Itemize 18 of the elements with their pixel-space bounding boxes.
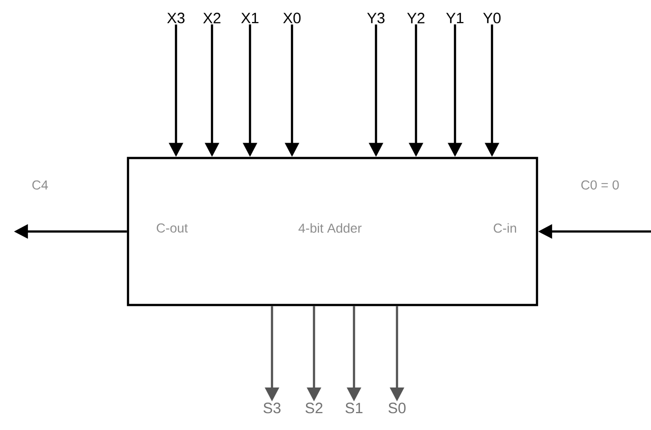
signal-label: X2 xyxy=(203,12,220,24)
signal-label: Y3 xyxy=(367,12,385,24)
signal-label: S2 xyxy=(306,402,322,414)
signal-label: Y2 xyxy=(407,12,424,24)
signal-label: X3 xyxy=(167,12,185,24)
box-title: 4-bit Adder xyxy=(298,223,362,233)
signal-label: S1 xyxy=(346,402,362,414)
adder-box xyxy=(126,156,538,306)
signal-label: S3 xyxy=(264,402,281,414)
signal-label: X1 xyxy=(241,12,258,24)
signal-label: Y0 xyxy=(483,12,501,24)
signal-label: X0 xyxy=(283,12,301,24)
port-label: C-out xyxy=(156,223,188,233)
edge-label: C4 xyxy=(32,180,48,190)
edge-label: C0 = 0 xyxy=(581,180,619,190)
signal-label: S0 xyxy=(388,402,406,414)
port-label: C-in xyxy=(494,223,516,233)
signal-label: Y1 xyxy=(446,12,464,24)
